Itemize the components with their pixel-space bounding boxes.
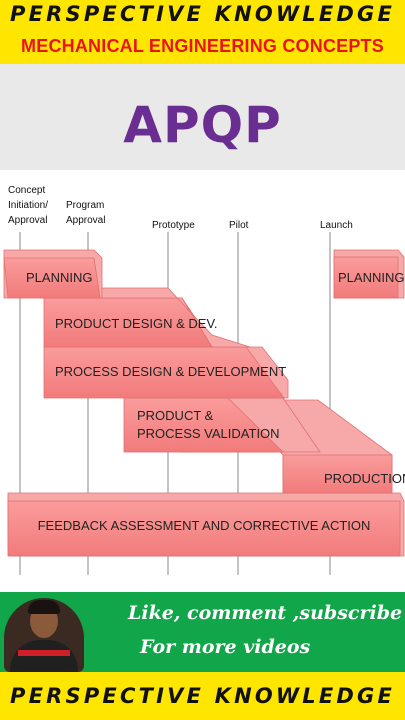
phase-planning-end: PLANNING: [333, 249, 404, 299]
phase-process-design: PROCESS DESIGN & DEVELOPMENT: [43, 346, 289, 399]
phase-label: PRODUCT DESIGN & DEV.: [55, 316, 218, 331]
milestone-label: Pilot: [229, 220, 249, 231]
shirt-stripe: [18, 650, 70, 656]
bottom-banner: [0, 672, 405, 720]
phase-label: PLANNING: [338, 270, 404, 285]
channel-brand-top: PERSPECTIVE KNOWLEDGE: [9, 2, 396, 26]
milestone-label: Prototype: [152, 220, 195, 231]
phase-label: PRODUCTION: [324, 471, 405, 486]
cta-line-1: Like, comment ,subscribe: [128, 602, 403, 624]
phase-label: PROCESS DESIGN & DEVELOPMENT: [55, 364, 286, 379]
cta-line-2: For more videos: [140, 636, 311, 658]
top-banner: [0, 0, 405, 64]
phase-product-design: PRODUCT DESIGN & DEV.: [43, 287, 251, 348]
hair-shape: [28, 600, 60, 614]
phase-label: PRODUCT &PROCESS VALIDATION: [137, 408, 280, 441]
phase-validation: PRODUCT &PROCESS VALIDATION: [123, 397, 321, 453]
shirt-shape: [10, 640, 78, 672]
channel-brand-bottom: PERSPECTIVE KNOWLEDGE: [9, 684, 396, 708]
phase-label: FEEDBACK ASSESSMENT AND CORRECTIVE ACTIO…: [38, 518, 371, 533]
phase-planning-start: PLANNING: [3, 249, 103, 299]
milestone-label: Launch: [320, 220, 353, 231]
person-avatar-icon: [4, 598, 84, 672]
title-band: [0, 64, 405, 170]
page-title: APQP: [123, 96, 282, 154]
channel-subtitle: MECHANICAL ENGINEERING CONCEPTS: [21, 36, 384, 56]
phase-feedback: FEEDBACK ASSESSMENT AND CORRECTIVE ACTIO…: [7, 492, 405, 557]
phase-label: PLANNING: [26, 270, 92, 285]
